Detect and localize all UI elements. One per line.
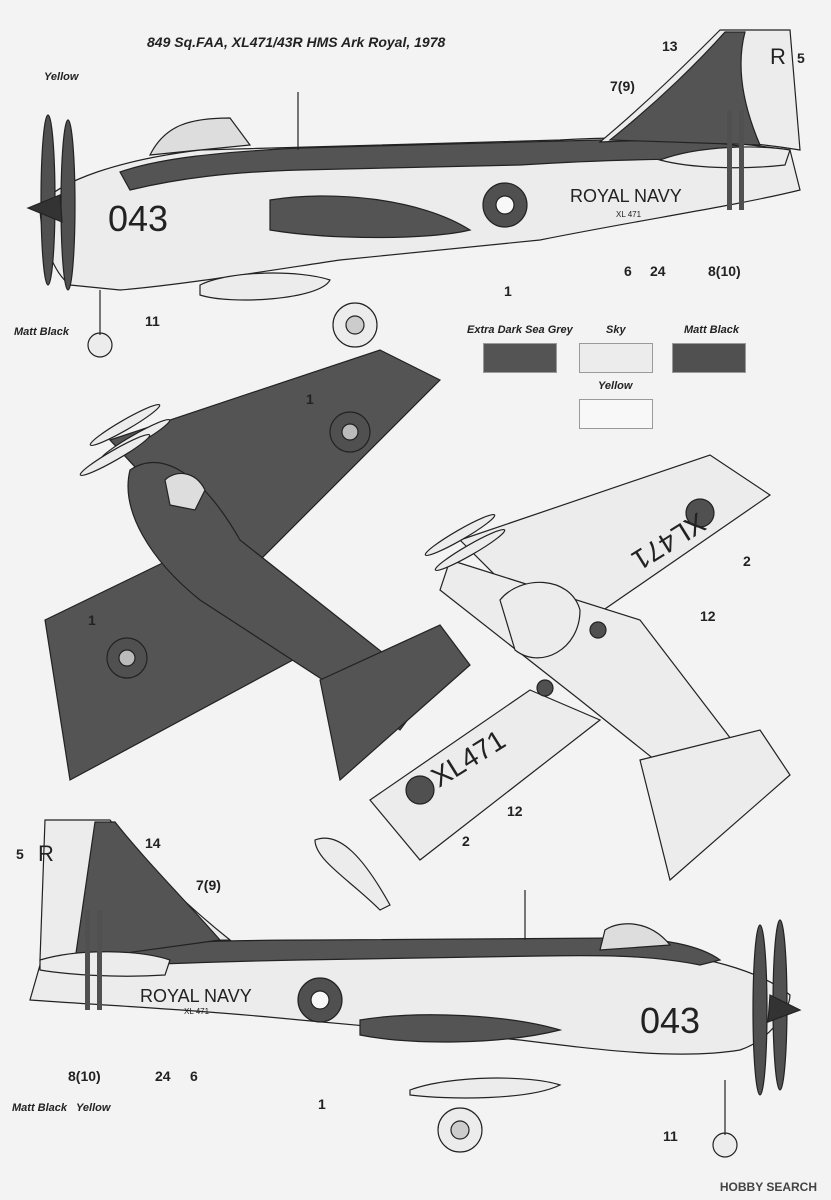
side-top-callout-13: 13: [662, 38, 678, 54]
side-top-callout-6: 6: [624, 263, 632, 279]
side-top-callout-7: 7(9): [610, 78, 635, 94]
top-view-callout-1b: 1: [88, 612, 96, 628]
side-bottom-callout-11: 11: [663, 1128, 678, 1144]
side-bottom-matt-black: Matt Black: [12, 1102, 68, 1114]
side-bottom-callout-24: 24: [155, 1068, 171, 1084]
side-bottom-fin-letter: R: [38, 841, 54, 866]
bottom-view-callout-12a: 12: [700, 608, 716, 624]
side-bottom-callout-6: 6: [190, 1068, 198, 1084]
side-bottom-callout-7: 7(9): [196, 877, 221, 893]
side-top-yellow: Yellow: [44, 71, 79, 83]
top-view: [44, 349, 471, 782]
page-title: 849 Sq.FAA, XL471/43R HMS Ark Royal, 197…: [147, 34, 446, 50]
swatch-label-matt-black: Matt Black: [684, 324, 740, 336]
side-bottom-callout-14: 14: [145, 835, 161, 851]
side-top-callout-8: 8(10): [708, 263, 741, 279]
side-bottom-callout-5: 5: [16, 846, 24, 862]
swatch-label-extra-dark-sea-grey: Extra Dark Sea Grey: [467, 324, 573, 336]
side-top-callout-11: 11: [145, 313, 160, 329]
swatch-extra-dark-sea-grey: [483, 343, 557, 373]
side-profile-top: [26, 29, 801, 358]
drop-tank: [314, 837, 391, 911]
bottom-view-callout-12b: 12: [507, 803, 523, 819]
swatch-label-sky: Sky: [606, 324, 626, 336]
swatch-label-yellow: Yellow: [598, 380, 633, 392]
side-bottom-callout-8: 8(10): [68, 1068, 101, 1084]
side-top-code: 043: [108, 198, 169, 239]
side-top-callout-24: 24: [650, 263, 666, 279]
side-top-callout-5: 5: [797, 50, 805, 66]
watermark: HOBBY SEARCH: [719, 1180, 817, 1194]
side-bottom-callout-1: 1: [318, 1096, 326, 1112]
swatch-yellow: [579, 399, 653, 429]
side-bottom-royal-navy: ROYAL NAVY: [140, 986, 252, 1006]
side-bottom-serial: XL 471: [184, 1007, 210, 1016]
bottom-view-callout-2a: 2: [743, 553, 751, 569]
side-top-callout-1: 1: [504, 283, 512, 299]
side-bottom-code: 043: [640, 1000, 701, 1041]
side-top-matt-black: Matt Black: [14, 326, 70, 338]
side-top-royal-navy: ROYAL NAVY: [570, 186, 682, 206]
side-profile-bottom: [29, 819, 802, 1158]
swatch-matt-black: [672, 343, 746, 373]
side-top-serial: XL 471: [616, 210, 642, 219]
side-bottom-yellow: Yellow: [76, 1102, 111, 1114]
top-view-callout-1a: 1: [306, 391, 314, 407]
side-top-fin-letter: R: [770, 44, 786, 69]
bottom-view: [369, 454, 791, 882]
bottom-view-callout-2b: 2: [462, 833, 470, 849]
swatch-sky: [579, 343, 653, 373]
